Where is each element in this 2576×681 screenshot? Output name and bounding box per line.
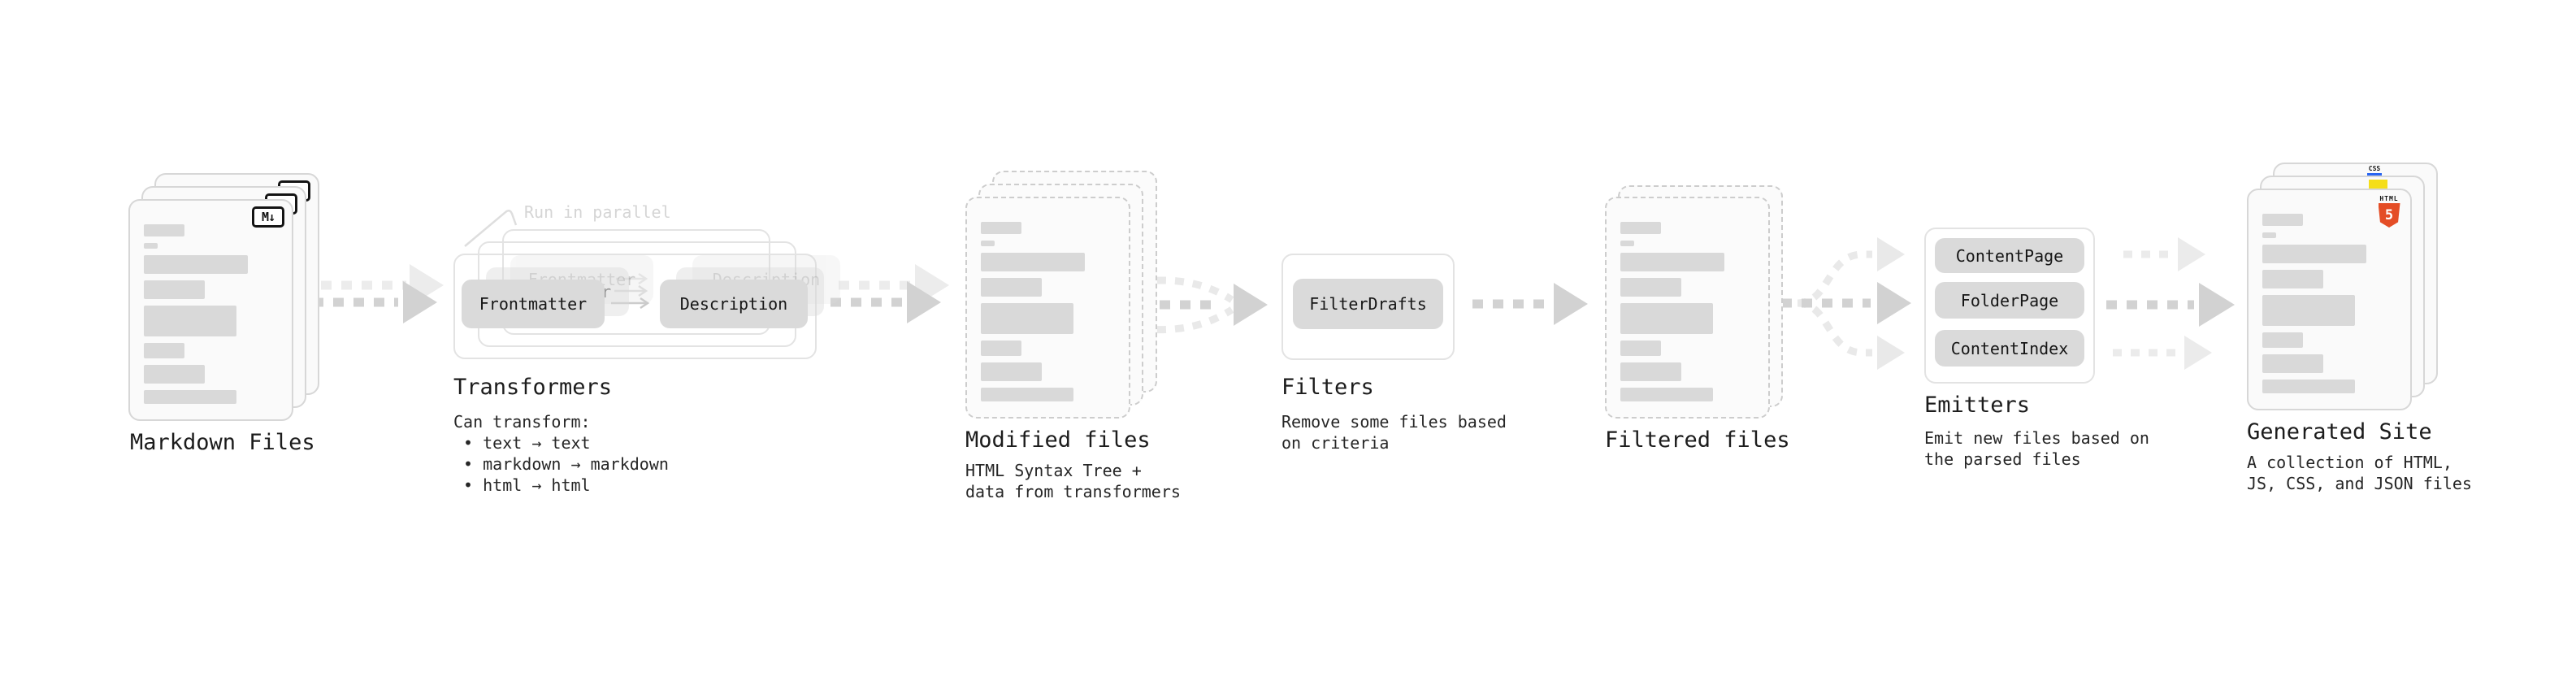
file-skeleton bbox=[144, 224, 271, 404]
markdown-files-label: Markdown Files bbox=[130, 430, 315, 455]
filters-description: Remove some files based on criteria bbox=[1281, 412, 1507, 453]
filtered-file-card-front bbox=[1605, 197, 1770, 419]
markdown-file-card-front: M↓ bbox=[128, 199, 293, 421]
filterdrafts-pill: FilterDrafts bbox=[1293, 279, 1443, 329]
arrow-split-top bbox=[1797, 250, 1872, 307]
contentpage-pill: ContentPage bbox=[1935, 238, 2084, 273]
arrow-filters-to-filtered bbox=[1472, 283, 1588, 325]
arrow-frontmatter-to-description bbox=[611, 297, 650, 310]
filters-label: Filters bbox=[1281, 375, 1374, 400]
filtered-files-label: Filtered files bbox=[1605, 427, 1790, 453]
arrow-modified-to-filters bbox=[1139, 284, 1268, 326]
description-pill: Description bbox=[660, 280, 808, 328]
modified-file-card-front bbox=[965, 197, 1130, 419]
transformers-label: Transformers bbox=[453, 375, 613, 400]
modified-files-label: Modified files bbox=[965, 427, 1151, 453]
arrowhead-split-bottom bbox=[1877, 336, 1905, 370]
generated-site-label: Generated Site bbox=[2247, 419, 2432, 445]
run-in-parallel-label: Run in parallel bbox=[524, 202, 671, 222]
emitters-label: Emitters bbox=[1924, 393, 2031, 418]
contentindex-pill: ContentIndex bbox=[1935, 330, 2084, 367]
arrow-filtered-to-emitters bbox=[1781, 282, 1911, 324]
css-icon-bar bbox=[2367, 173, 2382, 176]
js-icon bbox=[2369, 180, 2387, 189]
arrow-frontmatter-to-description-ghost2 bbox=[616, 272, 648, 285]
arrowhead-split-top bbox=[1877, 237, 1905, 271]
transformers-description: Can transform: • text → text • markdown … bbox=[453, 412, 669, 495]
file-skeleton bbox=[981, 222, 1108, 401]
transformer-frame-front bbox=[453, 254, 817, 359]
emitters-frame bbox=[1924, 228, 2095, 384]
html5-icon: HTML 5 bbox=[2378, 195, 2400, 228]
css-icon: CSS bbox=[2366, 166, 2383, 176]
arrow-markdown-to-transformers bbox=[313, 281, 437, 323]
arrow-transformers-to-modified bbox=[830, 281, 941, 323]
folderpage-pill: FolderPage bbox=[1935, 282, 2084, 319]
generated-site-description: A collection of HTML, JS, CSS, and JSON … bbox=[2247, 453, 2472, 493]
callout-line bbox=[464, 210, 518, 247]
arrow-folderpage-to-site bbox=[2106, 283, 2235, 327]
markdown-icon: M↓ bbox=[252, 206, 284, 228]
frontmatter-pill: Frontmatter bbox=[462, 280, 605, 328]
file-skeleton bbox=[2262, 214, 2389, 393]
arrow-split-bottom bbox=[1797, 299, 1872, 357]
arrow-contentindex-to-site bbox=[2113, 336, 2212, 370]
arrow-contentpage-to-site bbox=[2123, 237, 2205, 271]
arrow-frontmatter-to-description-ghost1 bbox=[614, 284, 648, 297]
filters-frame bbox=[1281, 254, 1455, 360]
modified-files-description: HTML Syntax Tree + data from transformer… bbox=[965, 461, 1181, 501]
generated-file-card-front: HTML 5 bbox=[2247, 189, 2412, 410]
file-skeleton bbox=[1620, 222, 1747, 401]
emitters-description: Emit new files based on the parsed files bbox=[1924, 428, 2149, 469]
